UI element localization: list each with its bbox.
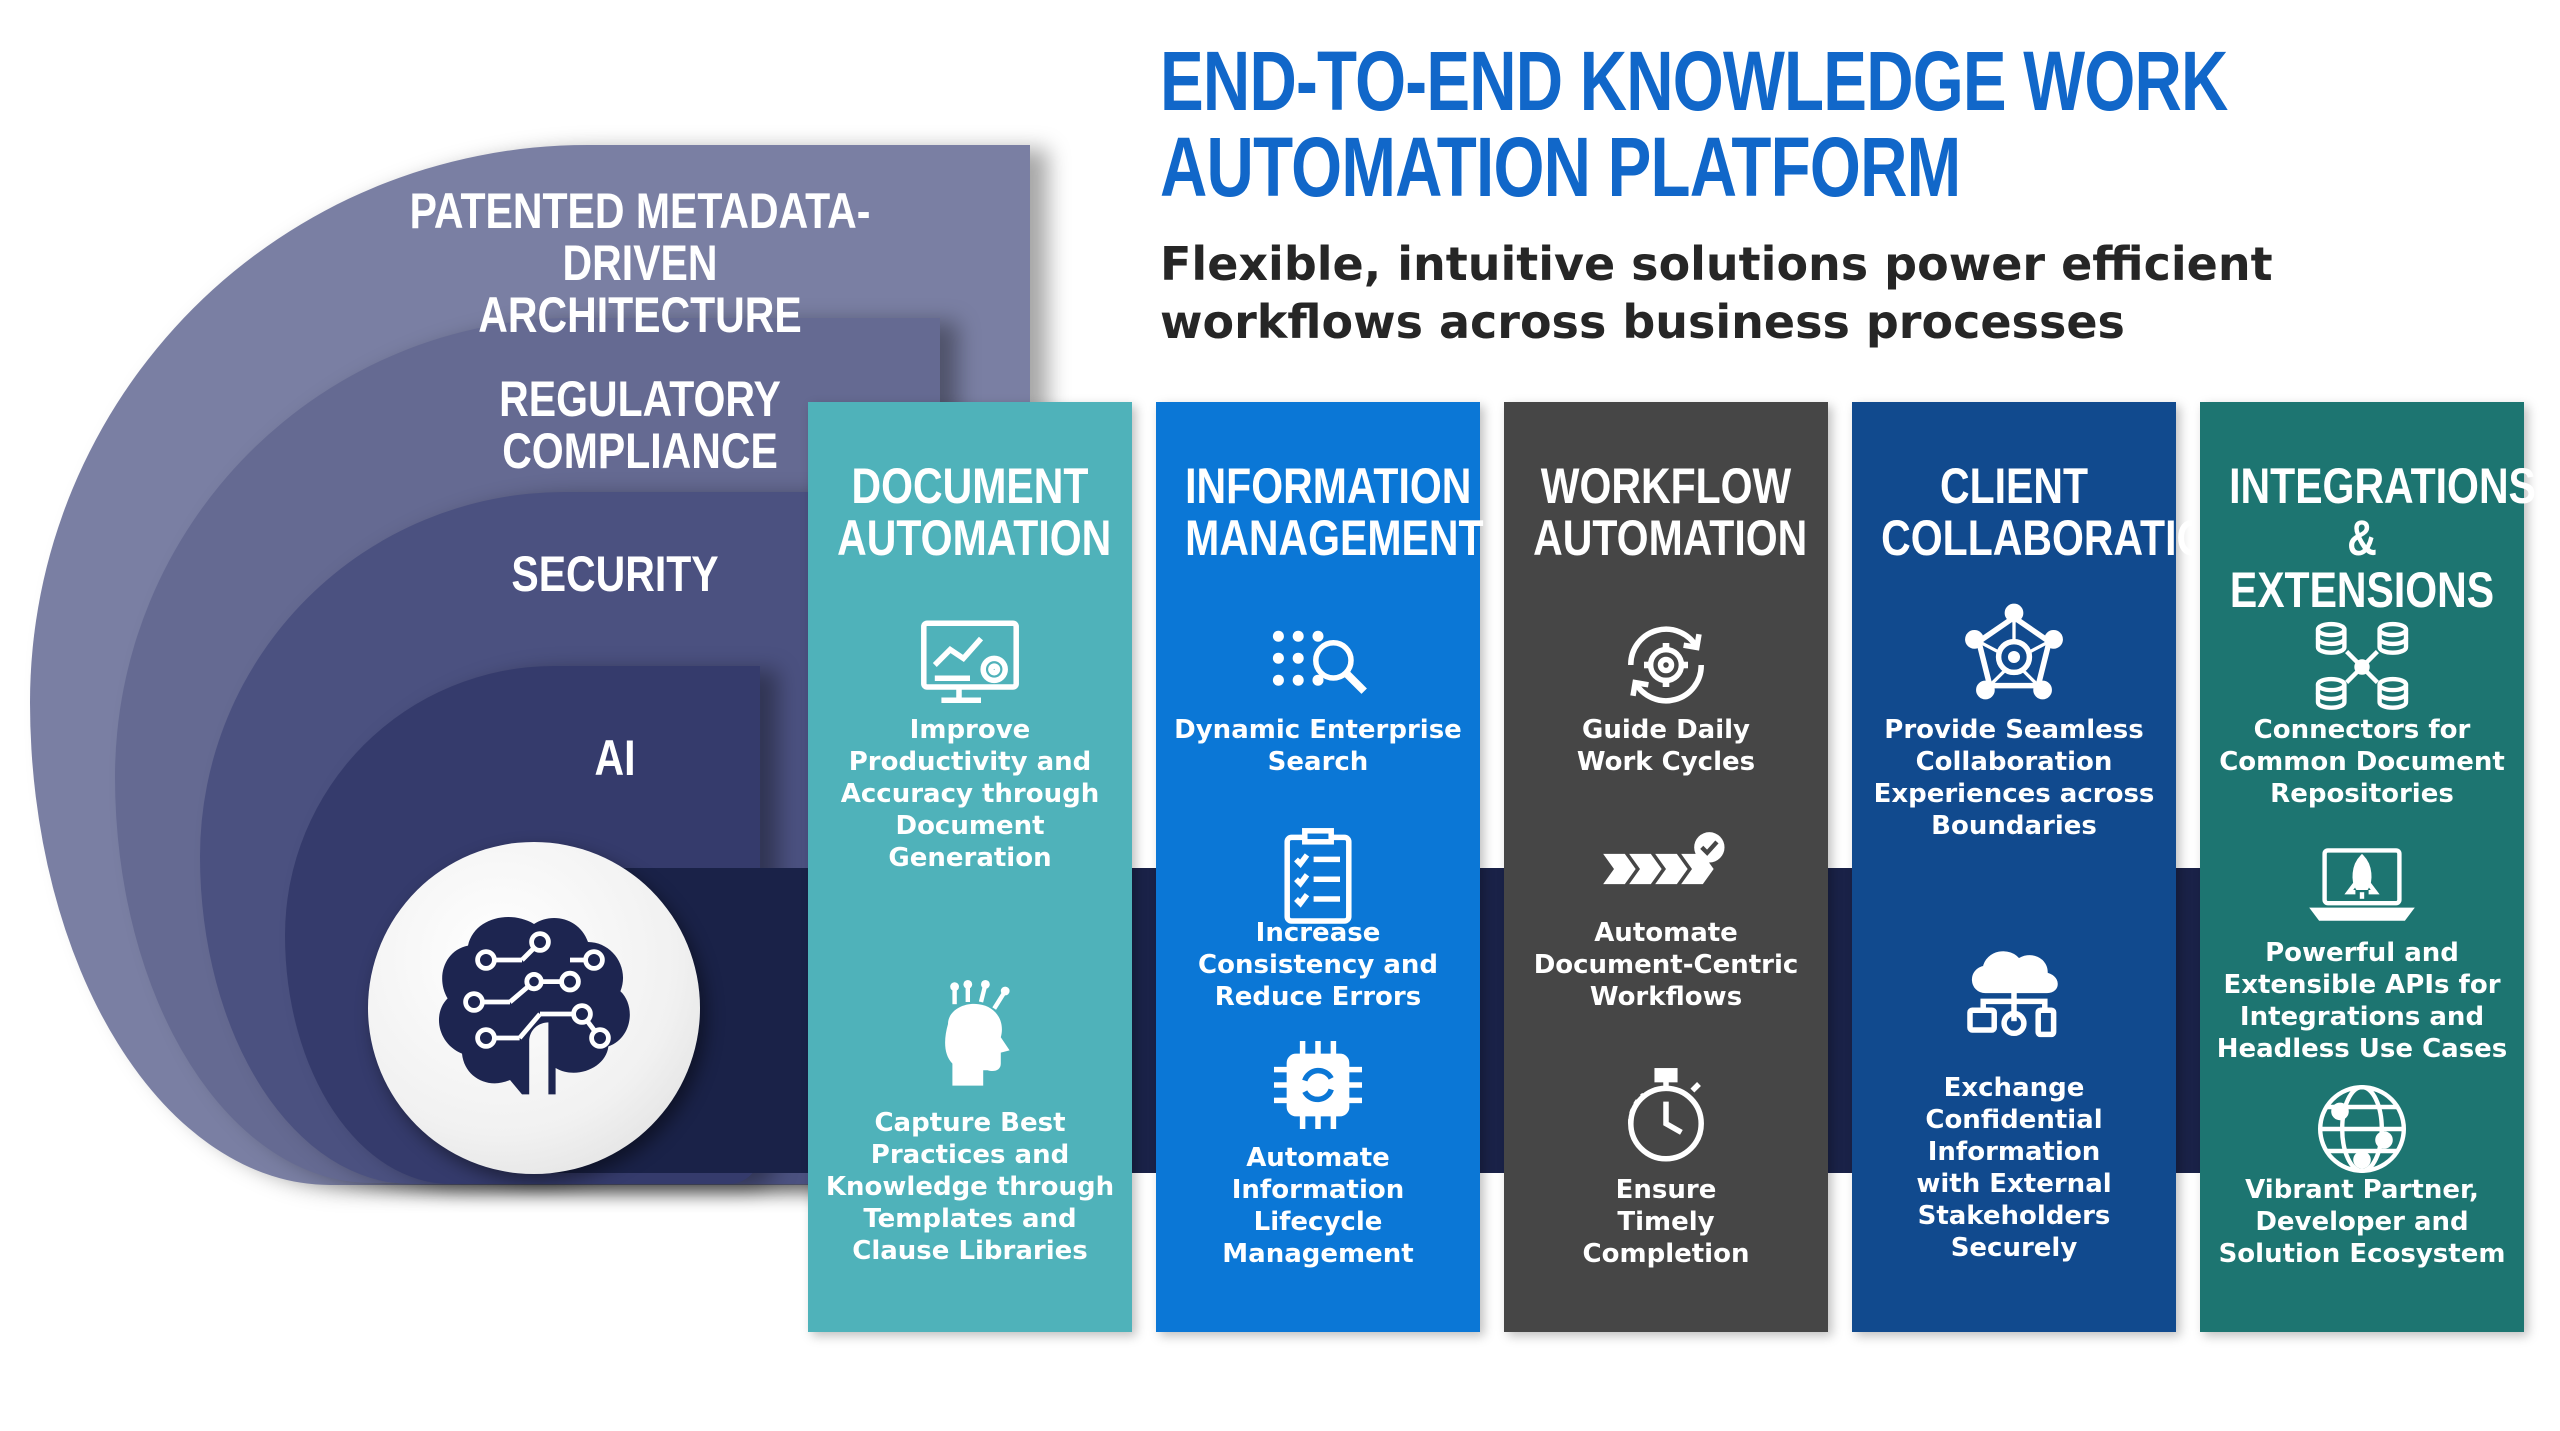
layer-label-compliance: REGULATORY COMPLIANCE [499, 371, 781, 479]
item-text: Automate Information Lifecycle Managemen… [1222, 1143, 1414, 1269]
title-line-1: END-TO-END KNOWLEDGE WORK [1160, 34, 2228, 128]
chevrons-check-icon [1601, 830, 1731, 900]
head-circuit-icon [915, 980, 1025, 1095]
page-title: END-TO-END KNOWLEDGE WORK AUTOMATION PLA… [1160, 38, 2236, 210]
item-text: Connectors for Common Document Repositor… [2219, 715, 2505, 809]
chip-cycle-icon [1263, 1030, 1373, 1145]
column-title: WORKFLOW AUTOMATION [1533, 458, 1808, 566]
column-client-collaboration: CLIENT COLLABORATION Provide Seamless Co… [1852, 402, 2238, 1332]
column-document-automation: DOCUMENT AUTOMATION Improve Productivity… [808, 402, 1132, 1332]
item-text: Guide Daily Work Cycles [1576, 715, 1756, 777]
laptop-rocket-icon [2307, 824, 2417, 939]
item-text: Increase Consistency and Reduce Errors [1198, 918, 1438, 1012]
item-text: Vibrant Partner, Developer and Solution … [2218, 1175, 2506, 1269]
stopwatch-icon [1611, 1062, 1721, 1177]
column-title: INTEGRATIONS & EXTENSIONS [2229, 458, 2536, 618]
network-people-icon [1959, 602, 2069, 717]
item-text: Provide Seamless Collaboration Experienc… [1873, 715, 2155, 841]
title-line-2: AUTOMATION PLATFORM [1160, 120, 1961, 214]
database-connect-icon [2307, 612, 2417, 727]
column-title: INFORMATION MANAGEMENT [1185, 458, 1484, 566]
layer-label-security: SECURITY [511, 546, 719, 602]
column-information-management: INFORMATION MANAGEMENT Dynamic Enterpris… [1156, 402, 1484, 1332]
subtitle-line-1: Flexible, intuitive solutions power effi… [1160, 237, 2273, 291]
cloud-devices-icon [1959, 942, 2069, 1057]
item-text: Automate Document-Centric Workflows [1533, 918, 1799, 1012]
item-text: Powerful and Extensible APIs for Integra… [2216, 938, 2508, 1064]
column-title: CLIENT COLLABORATION [1881, 458, 2238, 566]
column-title: DOCUMENT AUTOMATION [837, 458, 1112, 566]
brain-circle [368, 842, 700, 1174]
item-text: Ensure Timely Completion [1582, 1175, 1750, 1269]
item-text: Exchange Confidential Information with E… [1916, 1073, 2112, 1263]
item-text: Capture Best Practices and Knowledge thr… [825, 1108, 1115, 1266]
page-subtitle: Flexible, intuitive solutions power effi… [1160, 235, 2460, 351]
item-text: Improve Productivity and Accuracy throug… [840, 715, 1100, 873]
layer-label-ai: AI [594, 730, 636, 786]
dots-search-icon [1263, 612, 1373, 727]
item-text: Dynamic Enterprise Search [1174, 715, 1462, 777]
subtitle-line-2: workflows across business processes [1160, 295, 2125, 349]
chart-gear-icon [915, 610, 1025, 725]
layer-label-architecture: PATENTED METADATA-DRIVEN ARCHITECTURE [409, 183, 871, 343]
column-integrations-extensions: INTEGRATIONS & EXTENSIONS Connectors for… [2200, 402, 2536, 1332]
gear-cycle-icon [1611, 610, 1721, 725]
checklist-icon [1263, 822, 1373, 937]
column-workflow-automation: WORKFLOW AUTOMATION Guide Daily Work Cyc… [1504, 402, 1828, 1332]
globe-network-icon [2307, 1074, 2417, 1189]
brain-circuit-icon [438, 917, 630, 1095]
